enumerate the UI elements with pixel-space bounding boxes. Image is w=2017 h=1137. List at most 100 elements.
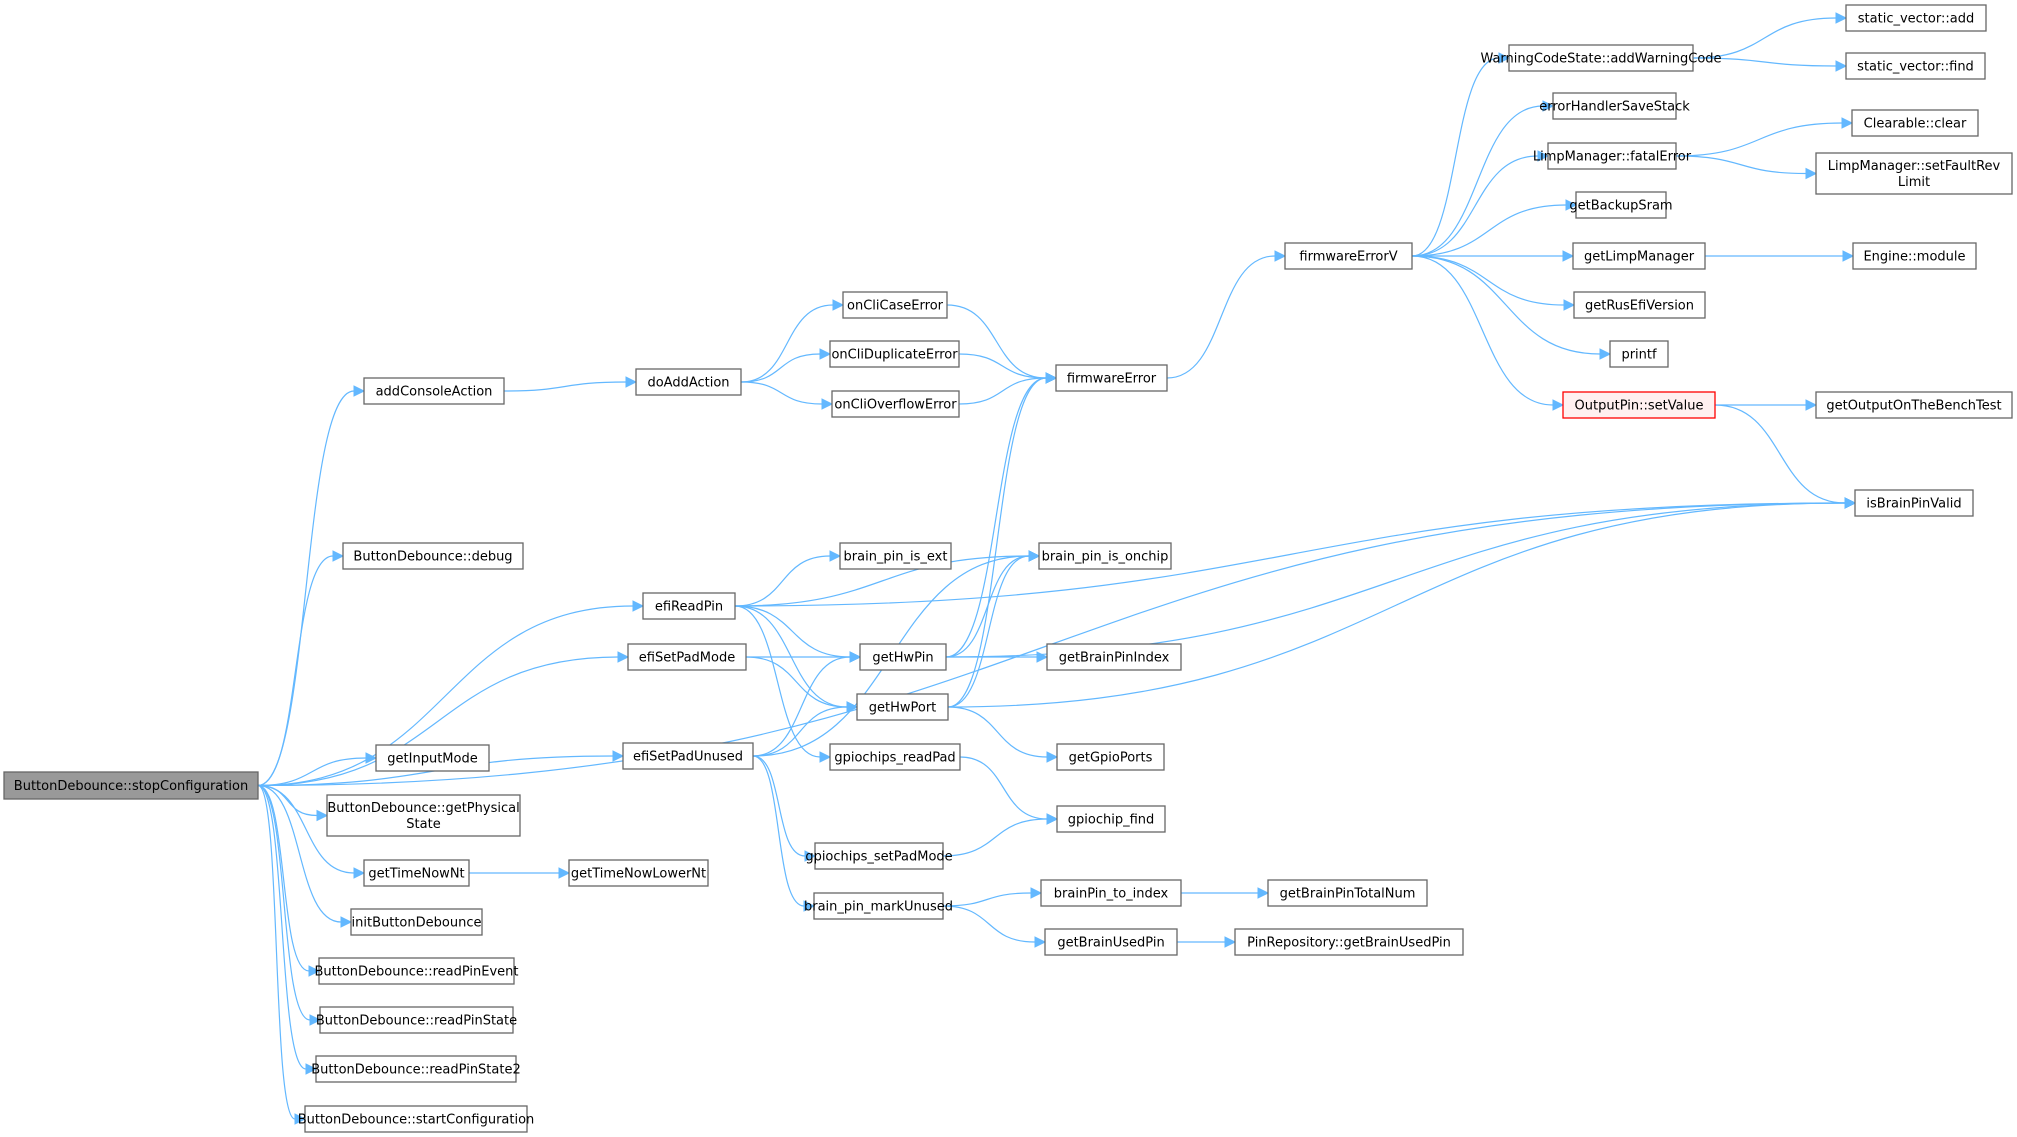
node-efi-set-pad-mode[interactable]: efiSetPadMode [627, 643, 747, 671]
arrowhead-icon [1835, 60, 1848, 72]
edge-root-to-debug [257, 550, 345, 787]
node-label: gpiochip_find [1068, 813, 1155, 828]
node-gpiochips-set-pad-mode[interactable]: gpiochips_setPadMode [805, 842, 953, 870]
edge-gpiochips-set-pad-mode-to-gpiochip-find [942, 813, 1059, 857]
arrowhead-icon [309, 1014, 322, 1026]
arrowhead-icon [617, 651, 630, 663]
node-box [1046, 643, 1182, 671]
node-get-hw-pin[interactable]: getHwPin [859, 643, 947, 671]
edge-firmware-error-v-to-error-handler-save-stack [1411, 100, 1555, 257]
node-get-brain-used-pin[interactable]: getBrainUsedPin [1044, 928, 1178, 956]
node-brain-pin-mark-unused[interactable]: brain_pin_markUnused [804, 892, 953, 920]
node-brain-pin-is-ext[interactable]: brain_pin_is_ext [839, 542, 952, 570]
node-read-pin-event[interactable]: ButtonDebounce::readPinEvent [314, 957, 519, 985]
edge-root-to-read-pin-event [257, 784, 321, 977]
edge-root-to-is-brain-pin-valid [257, 497, 1857, 787]
node-start-configuration[interactable]: ButtonDebounce::startConfiguration [298, 1105, 535, 1133]
edge-efi-set-pad-unused-to-brain-pin-mark-unused [752, 755, 816, 912]
arrowhead-icon [1841, 117, 1854, 129]
node-root[interactable]: ButtonDebounce::stopConfiguration [3, 771, 259, 800]
node-is-brain-pin-valid[interactable]: isBrainPinValid [1854, 489, 1974, 517]
arrowhead-icon [1805, 167, 1818, 180]
arrowhead-icon [1599, 348, 1612, 360]
node-label: brain_pin_is_ext [844, 550, 948, 565]
node-efi-set-pad-unused[interactable]: efiSetPadUnused [622, 742, 754, 770]
node-gpiochips-read-pad[interactable]: gpiochips_readPad [829, 743, 961, 771]
node-box [319, 1006, 514, 1034]
node-box [1575, 191, 1667, 219]
node-box [363, 377, 505, 405]
node-clearable-clear[interactable]: Clearable::clear [1851, 109, 1979, 137]
node-label: onCliCaseError [847, 299, 944, 314]
node-read-pin-state[interactable]: ButtonDebounce::readPinState [316, 1006, 517, 1034]
node-label: doAddAction [647, 376, 729, 391]
node-label: ButtonDebounce::getPhysical [327, 801, 519, 816]
node-init-button-debounce[interactable]: initButtonDebounce [350, 908, 483, 936]
node-get-rus-efi-version[interactable]: getRusEfiVersion [1573, 291, 1706, 319]
arrowhead-icon [1552, 399, 1565, 411]
arrowhead-icon [1542, 100, 1555, 112]
node-get-input-mode[interactable]: getInputMode [375, 744, 490, 772]
arrowhead-icon [832, 299, 845, 311]
node-engine-module[interactable]: Engine::module [1852, 242, 1977, 270]
arrowhead-icon [1498, 52, 1511, 64]
node-get-gpio-ports[interactable]: getGpioPorts [1056, 743, 1165, 771]
node-firmware-error[interactable]: firmwareError [1055, 364, 1168, 392]
node-label: Limit [1898, 175, 1930, 190]
node-label: brain_pin_is_onchip [1042, 550, 1169, 565]
node-static-vector-add[interactable]: static_vector::add [1845, 4, 1987, 32]
node-box [1284, 242, 1413, 270]
node-box [1552, 92, 1677, 120]
edge-get-hw-pin-to-brain-pin-is-onchip [945, 550, 1041, 658]
edge-fatal-error-to-clearable-clear [1675, 117, 1854, 157]
edge-add-console-action-to-do-add-action [503, 376, 638, 392]
node-get-limp-manager[interactable]: getLimpManager [1572, 242, 1706, 270]
node-pin-repo-get-brain-used-pin[interactable]: PinRepository::getBrainUsedPin [1234, 928, 1464, 956]
node-add-console-action[interactable]: addConsoleAction [363, 377, 505, 405]
node-box [1056, 743, 1165, 771]
node-on-cli-case-error[interactable]: onCliCaseError [842, 291, 948, 319]
node-set-value[interactable]: OutputPin::setValue [1562, 391, 1716, 419]
edge-brain-pin-to-index-to-get-brain-pin-total-num [1180, 887, 1270, 899]
node-firmware-error-v[interactable]: firmwareErrorV [1284, 242, 1413, 270]
node-brain-pin-is-onchip[interactable]: brain_pin_is_onchip [1038, 542, 1172, 570]
node-get-hw-port[interactable]: getHwPort [856, 693, 949, 721]
node-get-output-on-the-bench-test[interactable]: getOutputOnTheBenchTest [1815, 391, 2013, 419]
node-do-add-action[interactable]: doAddAction [635, 368, 742, 396]
node-get-backup-sram[interactable]: getBackupSram [1569, 191, 1673, 219]
node-box [304, 1105, 528, 1133]
node-get-time-now-lower-nt[interactable]: getTimeNowLowerNt [568, 859, 709, 887]
node-label: State [406, 817, 440, 832]
node-error-handler-save-stack[interactable]: errorHandlerSaveStack [1539, 92, 1690, 120]
node-static-vector-find[interactable]: static_vector::find [1845, 52, 1986, 80]
node-debug[interactable]: ButtonDebounce::debug [342, 542, 524, 570]
node-on-cli-duplicate-error[interactable]: onCliDuplicateError [829, 340, 960, 368]
node-gpiochip-find[interactable]: gpiochip_find [1056, 805, 1166, 833]
edge-root-to-efi-set-pad-mode [257, 651, 630, 787]
node-box [318, 957, 515, 985]
edge-root-to-get-time-now-nt [257, 784, 366, 879]
node-label: addConsoleAction [376, 385, 493, 400]
edge-get-hw-port-to-is-brain-pin-valid [947, 497, 1857, 708]
node-fatal-error[interactable]: LimpManager::fatalError [1533, 142, 1692, 170]
node-get-brain-pin-index[interactable]: getBrainPinIndex [1046, 643, 1182, 671]
node-on-cli-overflow-error[interactable]: onCliOverflowError [831, 390, 960, 418]
edge-on-cli-case-error-to-firmware-error [946, 304, 1058, 384]
node-label: initButtonDebounce [352, 916, 482, 931]
node-printf[interactable]: printf [1609, 340, 1669, 368]
arrowhead-icon [316, 809, 329, 822]
node-label: getOutputOnTheBenchTest [1826, 399, 2001, 414]
node-read-pin-state2[interactable]: ButtonDebounce::readPinState2 [311, 1055, 521, 1083]
node-efi-read-pin[interactable]: efiReadPin [642, 592, 736, 620]
edge-get-hw-port-to-get-gpio-ports [947, 706, 1059, 763]
arrowhead-icon [1046, 813, 1059, 825]
arrowhead-icon [1034, 936, 1047, 948]
arrowhead-icon [332, 550, 345, 562]
edge-firmware-error-v-to-printf [1411, 255, 1612, 360]
node-add-warning-code[interactable]: WarningCodeState::addWarningCode [1480, 44, 1722, 72]
node-get-time-now-nt[interactable]: getTimeNowNt [363, 859, 470, 887]
node-get-brain-pin-total-num[interactable]: getBrainPinTotalNum [1267, 879, 1428, 907]
node-brain-pin-to-index[interactable]: brainPin_to_index [1040, 879, 1182, 907]
